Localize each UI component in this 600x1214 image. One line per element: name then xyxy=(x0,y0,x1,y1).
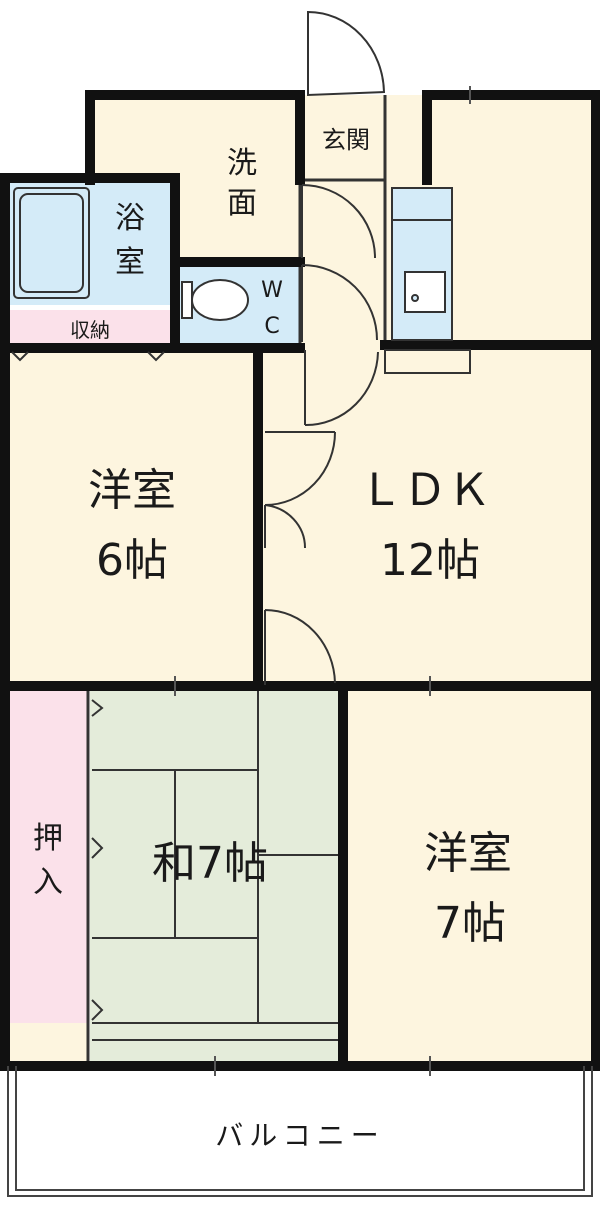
western7-area xyxy=(345,688,595,1063)
bath-label-2: 室 xyxy=(115,245,145,280)
entry-label: 玄関 xyxy=(322,126,370,154)
wash-label-2: 面 xyxy=(227,186,257,221)
thick-walls xyxy=(0,90,600,1071)
japanese-label: 和7帖 xyxy=(152,838,268,889)
door-swing-icon xyxy=(264,184,379,685)
entrance-door-icon xyxy=(307,10,386,97)
room-labels: 洗 面 玄関 浴 室 W C 収納 洋室 6帖 ＬＤＫ 12帖 和7帖 押 入 … xyxy=(33,126,512,1152)
balcony-outline xyxy=(7,1066,593,1197)
ldk-label-1: ＬＤＫ xyxy=(359,465,491,516)
western6-label-1: 洋室 xyxy=(88,465,176,516)
ldk-area xyxy=(258,345,595,685)
toilet-icon xyxy=(181,279,249,321)
wc-label-2: C xyxy=(264,314,279,339)
western6-area xyxy=(8,350,258,685)
oshiire-label-2: 入 xyxy=(33,865,63,900)
ldk-label-2: 12帖 xyxy=(380,535,480,586)
oshiire-label-1: 押 xyxy=(33,821,63,856)
wash-label-1: 洗 xyxy=(227,146,257,181)
kitchen-sink-icon xyxy=(384,187,471,374)
balcony-label: バルコニー xyxy=(215,1119,384,1152)
japanese-area xyxy=(90,688,342,1063)
balcony-area xyxy=(8,1070,593,1195)
bathtub-icon xyxy=(13,187,90,299)
oshiire-area xyxy=(8,688,88,1023)
storage-area xyxy=(8,310,173,345)
western6-label-2: 6帖 xyxy=(96,535,168,586)
bath-label-1: 浴 xyxy=(115,201,145,236)
wc-label-1: W xyxy=(261,278,283,303)
western7-label-2: 7帖 xyxy=(434,898,506,949)
entry-area xyxy=(300,95,385,180)
window-markers xyxy=(174,86,471,1076)
storage-label: 収納 xyxy=(70,318,110,342)
oshiire-floor xyxy=(8,1023,88,1063)
closet-door-markers xyxy=(11,351,165,1021)
tatami-lines xyxy=(92,688,340,1041)
western7-label-1: 洋室 xyxy=(424,828,512,879)
